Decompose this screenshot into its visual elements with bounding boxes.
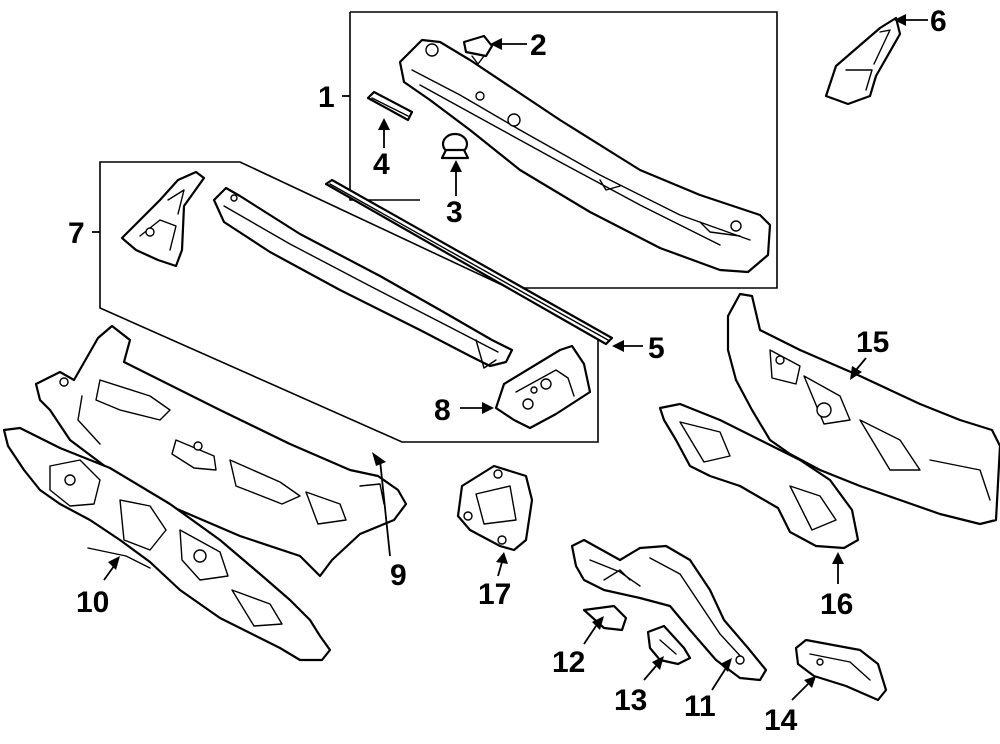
callout-6: 6 [930,5,947,38]
callout-13: 13 [614,684,647,717]
part-12-plate [582,604,628,632]
callout-8: 8 [434,394,451,427]
group-box-1 [349,11,778,289]
part-4-seal [366,90,414,122]
group-box-7 [99,161,599,443]
part-11-side-member [570,538,768,682]
part-15-insulator [726,292,1000,526]
part-16-lower-insulator [658,402,860,550]
callout-7: 7 [68,217,85,250]
callout-16: 16 [820,588,853,621]
callout-2: 2 [530,29,547,62]
callout-17: 17 [478,578,511,611]
part-8-right-bracket [494,344,592,430]
part-5-weatherstrip [324,178,614,346]
part-13-block [646,624,692,666]
part-6-bracket [824,16,902,106]
part-14-reinforcement [794,638,888,702]
callout-5: 5 [648,332,665,365]
callout-9: 9 [390,559,407,592]
part-1-cowl-panel [398,38,772,274]
callout-10: 10 [76,586,109,619]
callout-4: 4 [373,148,390,181]
part-7-left-bracket [120,170,206,268]
part-17-bracket [456,464,534,552]
part-10-dash-panel-lower [2,426,332,662]
callout-15: 15 [856,326,889,359]
callout-11: 11 [684,690,716,723]
part-7-cowl-beam [212,186,514,369]
part-9-dash-panel-upper [34,324,408,578]
callout-3: 3 [446,196,463,229]
callout-1: 1 [318,81,335,114]
part-2-clip [462,34,494,65]
callout-14: 14 [764,704,798,737]
leader-lines [92,14,928,701]
callout-12: 12 [552,646,585,679]
part-3-fastener [440,132,470,160]
